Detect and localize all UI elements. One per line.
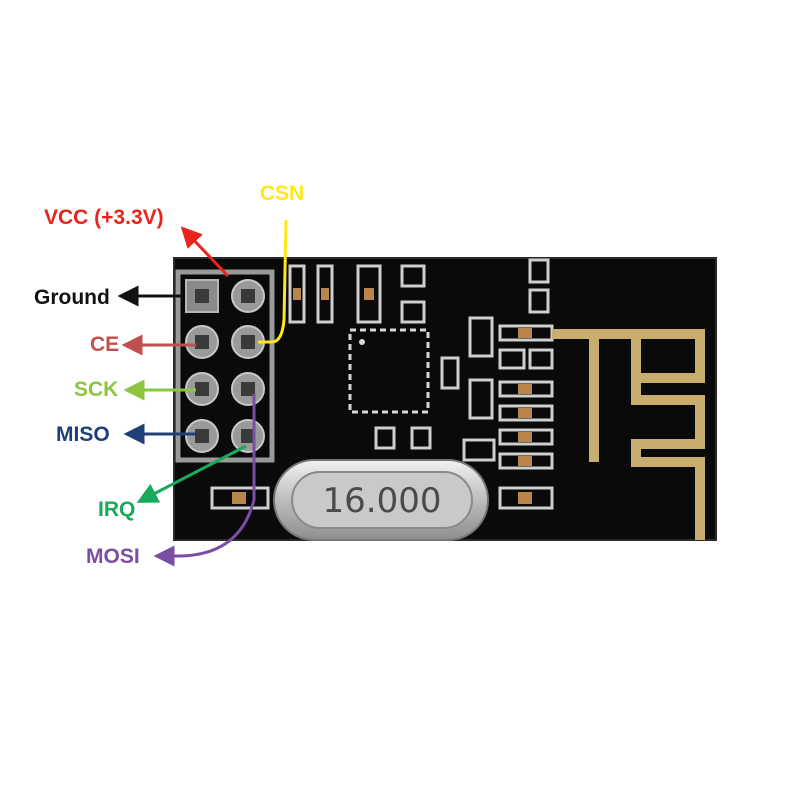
pin-label-irq: IRQ — [98, 498, 135, 521]
pin-ground-square — [185, 279, 219, 313]
header-pins — [185, 279, 265, 453]
passive-components — [462, 258, 554, 470]
pcb-antenna-trace — [552, 329, 705, 540]
mosi-arrow — [153, 394, 256, 567]
pin-label-mosi: MOSI — [86, 545, 140, 568]
pin-label-miso: MISO — [56, 423, 110, 446]
pin-label-sck: SCK — [74, 378, 118, 401]
crystal-frequency-label: 16.000 — [323, 481, 442, 521]
pin-label-vcc: VCC (+3.3V) — [44, 206, 164, 229]
crystal-oscillator: 16.000 — [273, 459, 489, 541]
smd-pad-bottom-left — [210, 486, 270, 510]
smd-pad-bottom-right — [498, 486, 554, 510]
top-smd-components — [288, 264, 426, 324]
pin-label-ground: Ground — [34, 286, 110, 309]
pin-label-ce: CE — [90, 333, 119, 356]
smd-pad — [374, 426, 396, 450]
vcc-arrow — [180, 226, 230, 278]
smd-pad — [410, 426, 432, 450]
irq-arrow — [136, 444, 247, 503]
csn-arrow — [258, 219, 288, 344]
pin-label-csn: CSN — [260, 182, 304, 205]
